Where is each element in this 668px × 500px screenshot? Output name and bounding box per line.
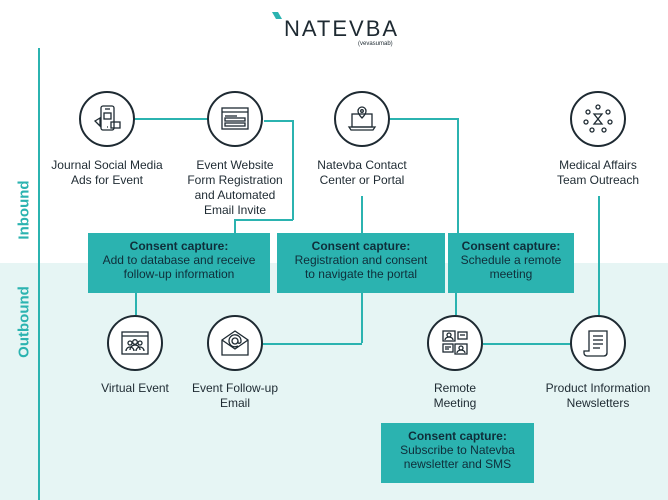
contact-center-label: Natevba Contact Center or Portal <box>317 158 407 187</box>
consent-body: Registration and consent to navigate the… <box>294 253 428 281</box>
consent-body: Subscribe to Natevba newsletter and SMS <box>400 443 515 471</box>
mobile-ad-icon <box>93 105 121 131</box>
consent-title: Consent capture: <box>311 239 411 253</box>
connector-website-bottom <box>234 219 293 221</box>
brand-tagline: (vevasumab) <box>358 41 393 47</box>
event-followup-node <box>207 315 263 371</box>
connector-c1-to-virtual <box>135 293 137 315</box>
connector-c3-to-remote <box>455 293 457 315</box>
envelope-at-icon <box>221 330 249 356</box>
consent-body: Add to database and receive follow-up in… <box>102 253 256 281</box>
remote-meeting-node <box>427 315 483 371</box>
team-hourglass-icon <box>583 104 613 133</box>
connector-contact-down <box>361 196 363 234</box>
connector-remote-newsletter <box>483 343 573 345</box>
connector-journal-right <box>122 118 208 120</box>
contact-center-node <box>334 91 390 147</box>
inbound-label: Inbound <box>15 180 33 240</box>
logo-mark-icon <box>272 12 282 19</box>
consent-title: Consent capture: <box>129 239 229 253</box>
consent-box-registration: Consent capture: Registration and consen… <box>277 233 445 293</box>
connector-medical-to-newsletter <box>598 196 600 315</box>
event-followup-label: Event Follow-up Email <box>191 381 279 410</box>
virtual-event-label: Virtual Event <box>101 381 169 395</box>
connector-website-down <box>292 120 294 220</box>
newsletters-node <box>570 315 626 371</box>
virtual-event-node <box>107 315 163 371</box>
connector-website-to-c1 <box>234 219 236 233</box>
inbound-axis-line <box>38 48 40 263</box>
journal-ads-node <box>79 91 135 147</box>
newsletters-label: Product Information Newsletters <box>545 381 651 410</box>
medical-affairs-label: Medical Affairs Team Outreach <box>556 158 640 187</box>
consent-box-database: Consent capture: Add to database and rec… <box>88 233 270 293</box>
connector-followup-line <box>262 343 362 345</box>
connector-contact-right <box>390 118 458 120</box>
consent-box-newsletter: Consent capture: Subscribe to Natevba ne… <box>381 423 534 483</box>
consent-title: Consent capture: <box>461 239 561 253</box>
connector-c2-to-followup <box>361 293 363 343</box>
remote-meeting-label: Remote Meeting <box>433 381 477 410</box>
medical-affairs-node <box>570 91 626 147</box>
video-conference-icon <box>121 331 149 355</box>
consent-title: Consent capture: <box>408 429 507 443</box>
scroll-newsletter-icon <box>583 330 608 357</box>
outbound-axis-line <box>38 263 40 500</box>
brand-name: NATEVBA <box>284 16 400 41</box>
outbound-label: Outbound <box>15 286 33 358</box>
event-website-label: Event Website Form Registration and Auto… <box>187 158 283 217</box>
natevba-logo: NATEVBA (vevasumab) <box>272 8 422 48</box>
consent-body: Schedule a remote meeting <box>460 253 562 281</box>
laptop-location-icon <box>347 106 377 131</box>
connector-contact-to-c3 <box>457 118 459 234</box>
remote-meeting-icon <box>442 330 468 355</box>
connector-website-right <box>264 120 293 122</box>
consent-box-remote-meeting: Consent capture: Schedule a remote meeti… <box>448 233 574 293</box>
web-form-icon <box>221 107 249 130</box>
journal-ads-label: Journal Social Media Ads for Event <box>51 158 163 187</box>
event-website-node <box>207 91 263 147</box>
outbound-band <box>0 263 668 500</box>
